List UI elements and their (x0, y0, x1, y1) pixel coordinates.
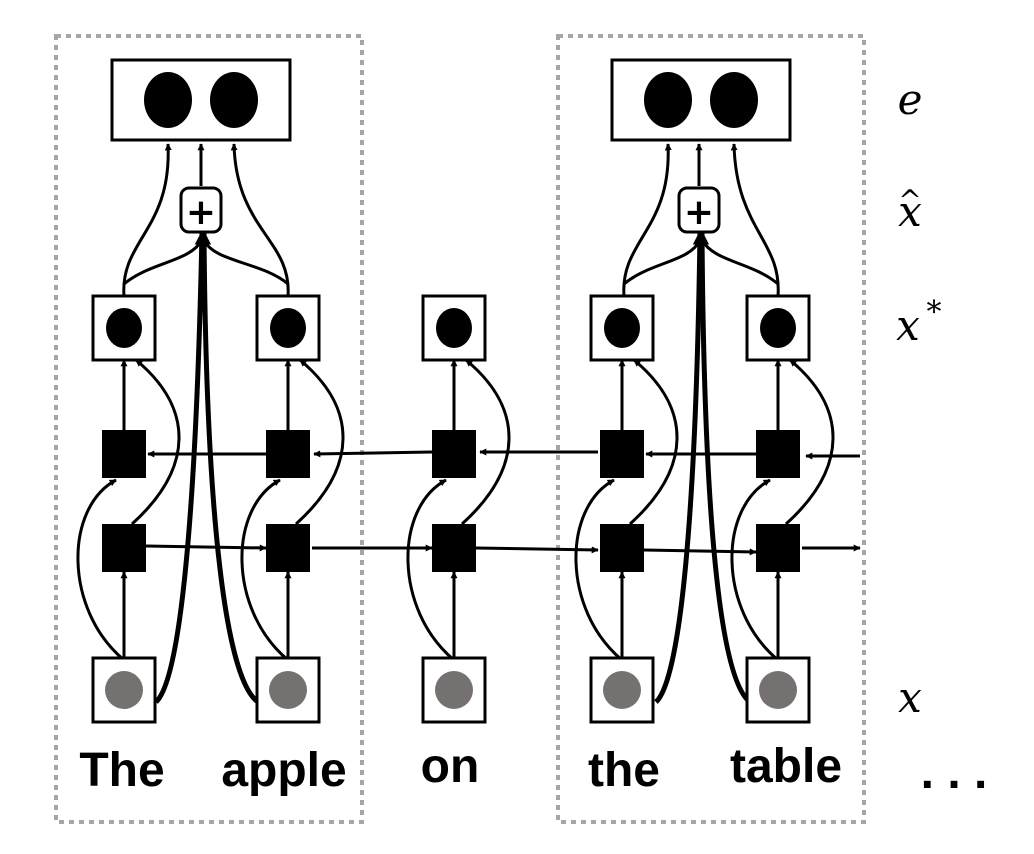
backward-hidden-state (600, 430, 644, 478)
word-label: on (421, 740, 480, 793)
group-box-left (54, 34, 364, 824)
backward-hidden-state (266, 430, 310, 478)
column-links (406, 358, 511, 662)
input-embedding-box (255, 656, 321, 724)
ellipsis: . . . (921, 746, 988, 799)
backward-lstm-arrows (147, 448, 860, 460)
forward-to-output-arrow (130, 358, 181, 526)
backward-hidden-state (432, 430, 476, 478)
forward-hidden-state (756, 524, 800, 572)
word-label: The (79, 744, 164, 797)
input-embedding-box (745, 656, 811, 724)
column-connections (76, 358, 835, 662)
label-x-star-sup: * (927, 295, 942, 330)
forward-to-output-arrow (294, 358, 345, 526)
column-links (730, 358, 835, 662)
column-links (76, 358, 181, 662)
forward-to-output-arrow (784, 358, 835, 526)
backward-hidden-state (102, 430, 146, 478)
forward-hidden-state (432, 524, 476, 572)
label-x-star: x (896, 301, 920, 350)
context-output-box (745, 294, 811, 362)
column-nodes (91, 294, 811, 724)
label-x: x (898, 673, 922, 722)
plus-node-left: + (179, 186, 223, 234)
column-links (240, 358, 345, 662)
row-labels: e x ^ x * x (896, 75, 941, 722)
word-label: apple (221, 744, 346, 797)
group-box-right (556, 34, 866, 824)
forward-hidden-state (102, 524, 146, 572)
forward-to-output-arrow (628, 358, 679, 526)
word-label: the (588, 744, 660, 797)
input-embedding-box (421, 656, 487, 724)
input-to-backward-arrow (730, 478, 779, 662)
label-x-hat-accent: ^ (898, 184, 921, 217)
context-output-box (255, 294, 321, 362)
plus-node-right: + (677, 186, 721, 234)
embedding-box-left (110, 58, 292, 142)
input-to-backward-arrow (76, 478, 125, 662)
word-label: table (730, 740, 842, 793)
context-output-box (589, 294, 655, 362)
forward-hidden-state (600, 524, 644, 572)
plus-symbol: + (186, 192, 216, 233)
column-links (574, 358, 679, 662)
aggregation-arrows-right (622, 143, 780, 705)
input-to-backward-arrow (406, 478, 455, 662)
forward-to-output-arrow (460, 358, 511, 526)
plus-symbol: + (684, 192, 714, 233)
forward-hidden-state (266, 524, 310, 572)
word-labels: The apple on the table . . . (79, 740, 987, 799)
label-e: e (898, 75, 923, 124)
input-embedding-box (589, 656, 655, 724)
input-to-backward-arrow (240, 478, 289, 662)
context-output-box (91, 294, 157, 362)
aggregation-arrows-left (122, 143, 290, 705)
backward-hidden-state (756, 430, 800, 478)
input-to-backward-arrow (574, 478, 623, 662)
label-x-hat: x (898, 187, 922, 236)
embedding-box-right (610, 58, 792, 142)
context-output-box (421, 294, 487, 362)
forward-lstm-arrows (145, 544, 861, 556)
input-embedding-box (91, 656, 157, 724)
